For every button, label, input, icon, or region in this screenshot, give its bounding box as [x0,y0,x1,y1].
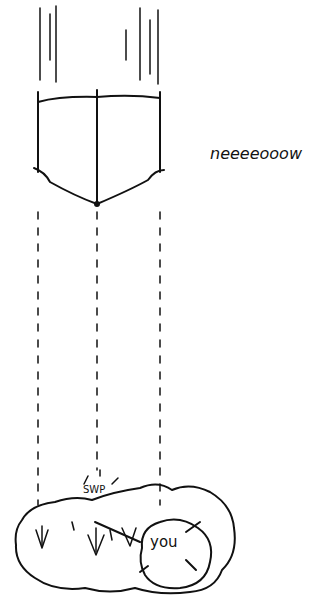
crossed-word: you [150,535,178,550]
splat-effect: SWP [83,485,105,495]
impact-marks [36,470,136,555]
drop-lines [38,212,160,505]
sound-effect: neeeeooow [210,146,302,162]
falling-box [34,90,164,206]
splat-blob [16,484,235,593]
speed-lines [40,6,158,84]
